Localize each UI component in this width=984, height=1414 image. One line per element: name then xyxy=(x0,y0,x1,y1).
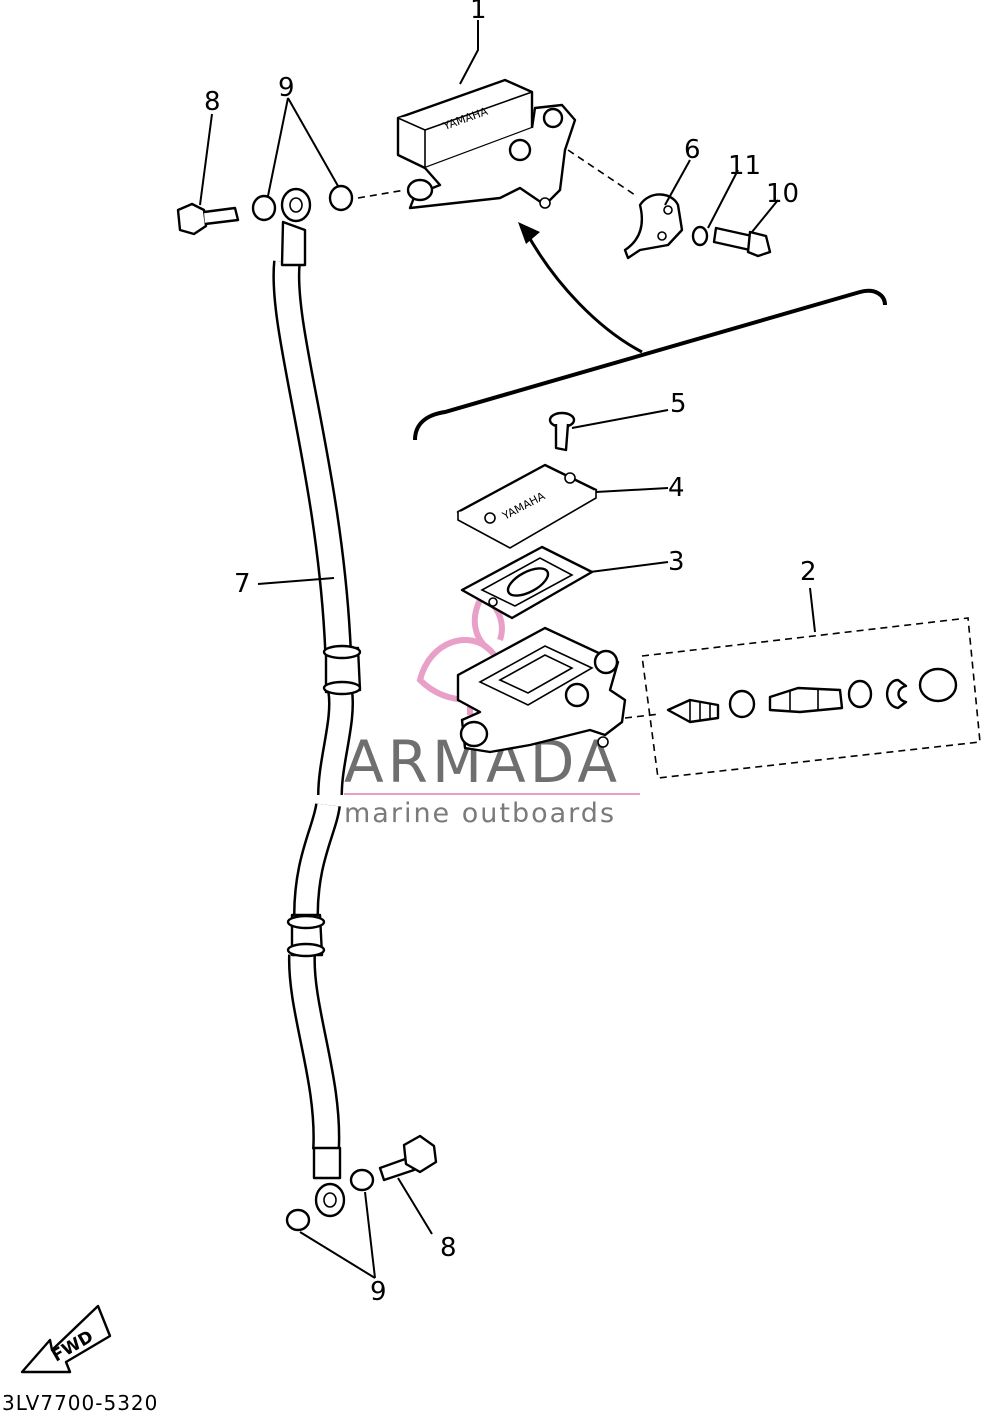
alignment-line-piston xyxy=(624,713,661,719)
callout-8-bottom: 8 xyxy=(440,1233,457,1263)
fwd-arrow-icon: FWD xyxy=(20,1304,112,1374)
callout-10: 10 xyxy=(766,179,799,209)
bolt-part-10 xyxy=(712,226,772,258)
piston-kit-part-2 xyxy=(666,667,958,724)
callout-4: 4 xyxy=(668,473,685,503)
screw-part-5 xyxy=(548,411,576,452)
copper-washer-bottom-left xyxy=(285,1208,311,1232)
hose-banjo-top xyxy=(280,187,312,223)
callout-7: 7 xyxy=(234,569,251,599)
alignment-line-holder xyxy=(567,149,636,196)
copper-washer-top-right xyxy=(328,184,354,212)
brake-hose-part-7 xyxy=(272,220,362,1180)
callout-11: 11 xyxy=(728,151,761,181)
callout-9-bottom: 9 xyxy=(370,1277,387,1307)
callout-6: 6 xyxy=(684,135,701,165)
cylinder-body-exploded xyxy=(456,626,627,754)
callout-5: 5 xyxy=(670,389,687,419)
copper-washer-bottom-right xyxy=(349,1168,375,1192)
callout-1: 1 xyxy=(470,0,487,25)
callout-3: 3 xyxy=(668,547,685,577)
hose-banjo-bottom xyxy=(314,1182,346,1218)
callout-numbers: 1 2 3 4 5 6 7 8 8 9 9 10 11 xyxy=(204,0,817,1307)
alignment-line-top xyxy=(357,189,406,199)
assembly-arrow xyxy=(518,222,643,354)
watermark-tagline: marine outboards xyxy=(344,798,616,829)
callout-9-top: 9 xyxy=(278,73,295,103)
diagram-code: 3LV7700-5320 xyxy=(2,1391,158,1414)
callout-2: 2 xyxy=(800,557,817,587)
reservoir-cover-part-4: YAMAHA xyxy=(456,463,598,549)
piston-kit-outline xyxy=(641,617,981,779)
holder-part-6 xyxy=(623,193,684,260)
watermark-divider xyxy=(344,793,640,795)
union-bolt-top xyxy=(176,202,240,236)
callout-8-top: 8 xyxy=(204,87,221,117)
exploded-view-bracket xyxy=(413,288,887,441)
master-cylinder-assembly: YAMAHA xyxy=(396,78,577,210)
union-bolt-bottom xyxy=(378,1134,438,1182)
copper-washer-top-left xyxy=(251,194,277,222)
washer-part-11 xyxy=(691,225,709,247)
leader-lines xyxy=(199,20,816,1279)
diaphragm-part-3 xyxy=(460,545,594,620)
